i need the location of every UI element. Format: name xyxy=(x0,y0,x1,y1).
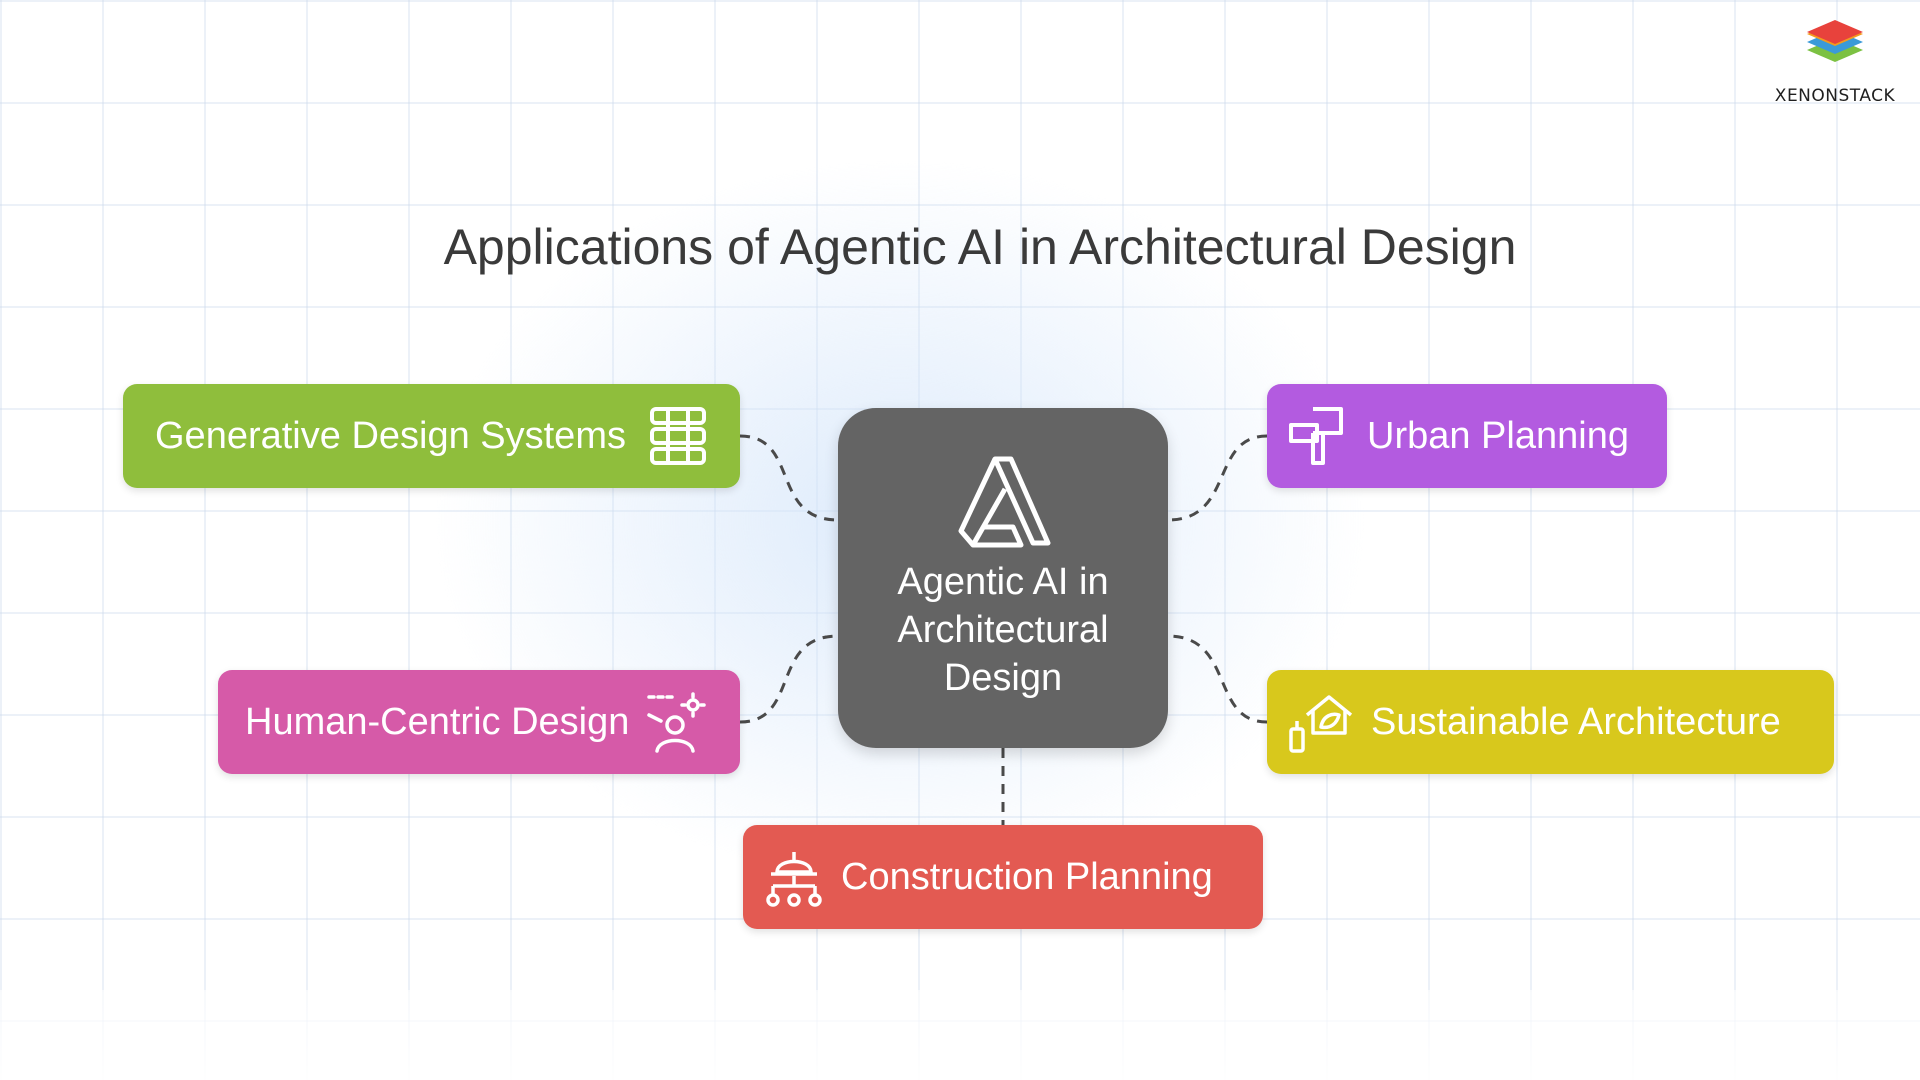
architecture-a-icon xyxy=(958,456,1051,548)
node-label: Construction Planning xyxy=(841,855,1213,898)
logo-text: XENONSTACK xyxy=(1774,86,1896,106)
eco-house-icon xyxy=(1287,691,1353,753)
layers-icon xyxy=(646,405,710,467)
xenonstack-logo: XENONSTACK xyxy=(1770,18,1900,106)
node-construction-planning: Construction Planning xyxy=(743,825,1263,929)
node-generative-design-systems: Generative Design Systems xyxy=(123,384,740,488)
layered-stack-logo-icon xyxy=(1807,20,1863,62)
page-title: Applications of Agentic AI in Architectu… xyxy=(443,219,1517,275)
center-label: Agentic AI in Architectural Design xyxy=(897,561,1109,699)
center-node: Agentic AI in Architectural Design xyxy=(838,408,1168,748)
node-label: Urban Planning xyxy=(1367,414,1629,457)
connector-generative xyxy=(739,434,839,522)
node-label: Human-Centric Design xyxy=(245,700,630,743)
signpost-icon xyxy=(1287,405,1349,467)
node-label: Sustainable Architecture xyxy=(1371,700,1781,743)
node-sustainable-architecture: Sustainable Architecture xyxy=(1267,670,1834,774)
connector-urban xyxy=(1167,434,1268,522)
hardhat-network-icon xyxy=(763,846,825,908)
node-urban-planning: Urban Planning xyxy=(1267,384,1667,488)
connector-human xyxy=(739,634,839,724)
bottom-fade xyxy=(0,990,1920,1080)
node-label: Generative Design Systems xyxy=(155,414,626,457)
person-sun-icon xyxy=(645,691,707,753)
connector-sustainable xyxy=(1167,634,1268,724)
node-human-centric-design: Human-Centric Design xyxy=(218,670,740,774)
